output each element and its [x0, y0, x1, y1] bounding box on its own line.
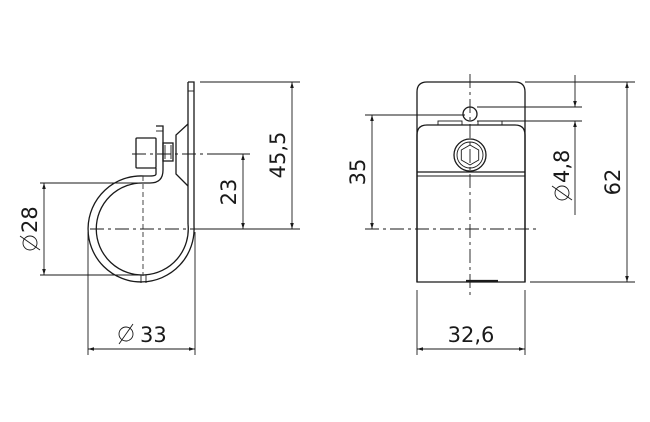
front-view: 35 4,8 62 32,6 [346, 74, 635, 355]
dimension-62: 62 [601, 82, 629, 282]
dimension-label: 28 [18, 206, 42, 233]
dimension-diameter-33: 33 [88, 323, 195, 351]
side-view: 45,5 23 28 33 [18, 81, 300, 355]
dimension-35: 35 [346, 115, 374, 229]
clamp-body [416, 81, 526, 283]
dimension-label: 45,5 [266, 132, 290, 179]
bolt-assembly [135, 125, 174, 169]
dimension-label: 23 [217, 179, 241, 206]
dimension-23: 23 [217, 154, 245, 229]
clamp-ring [87, 162, 195, 283]
dimension-diameter-28: 28 [18, 183, 46, 275]
dimension-diameter-4-8: 4,8 [550, 75, 577, 215]
hex-socket-icon [460, 144, 480, 166]
diameter-symbol-icon [118, 326, 134, 342]
dimension-32-6: 32,6 [417, 323, 525, 351]
dimension-45-5: 45,5 [266, 82, 294, 229]
dimension-label: 4,8 [550, 150, 574, 183]
dimension-label: 62 [601, 169, 625, 196]
socket-head-bolt [453, 138, 487, 172]
diameter-symbol-icon [22, 235, 38, 251]
dimension-label: 33 [140, 323, 167, 347]
diameter-symbol-icon [554, 185, 570, 201]
dimension-label: 35 [346, 159, 370, 186]
mounting-plate [175, 81, 195, 226]
dimension-label: 32,6 [448, 323, 495, 347]
clamp-block [416, 124, 526, 282]
